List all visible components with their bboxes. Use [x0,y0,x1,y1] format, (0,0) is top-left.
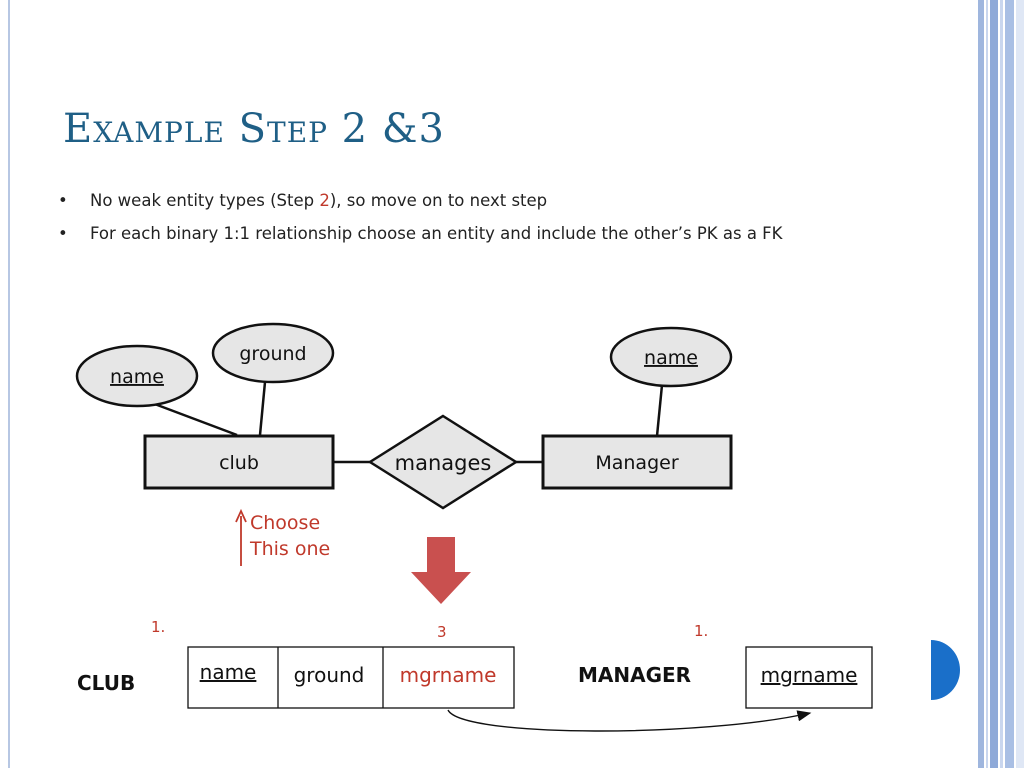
bullet-item: • For each binary 1:1 relationship choose… [58,221,783,254]
table-column: ground [294,663,365,687]
attribute-label: ground [239,343,306,365]
attribute-label: name [110,366,164,388]
attribute-connector [258,381,267,436]
entity-label: club [219,452,259,474]
bullet-text: No weak entity types (Step [90,191,320,210]
manager-table: mgrname [745,646,873,709]
annotation-line: This one [249,538,330,560]
annotation-line: Choose [250,512,320,534]
choose-annotation: Choose This one [235,508,330,566]
slide-title: Example Step 2 &3 [63,106,445,152]
table-name: CLUB [77,671,135,695]
attribute-club-ground: ground [211,322,335,384]
bullet-text: For each binary 1:1 relationship choose … [90,224,783,243]
table-column: name [200,660,257,684]
entity-club: club [143,434,335,490]
down-arrow-icon [411,537,471,604]
relationship-manages: manages [367,414,519,510]
step-marker: 3 [437,623,447,641]
step-marker: 1. [694,622,708,640]
bullet-dot-icon: • [58,224,68,243]
foreign-key-arrow [447,709,812,732]
step-marker: 1. [151,618,165,636]
table-name: MANAGER [578,663,691,687]
attribute-manager-name: name [609,326,733,388]
bullet-dot-icon: • [58,191,68,210]
bullet-item: • No weak entity types (Step 2), so move … [58,188,783,221]
slide-nav-marker-icon [931,640,960,700]
entity-manager: Manager [541,434,733,490]
bullet-text: ), so move on to next step [329,191,548,210]
attribute-connector [655,384,664,437]
bullet-highlight: 2 [319,191,330,210]
table-column: mgrname [761,663,858,687]
relationship-label: manages [395,451,492,475]
entity-label: Manager [595,452,678,474]
right-border-stripes [976,0,1024,768]
attribute-club-name: name [75,344,199,408]
bullet-list: • No weak entity types (Step 2), so move … [58,188,783,254]
left-border-rule [8,0,10,768]
attribute-connector [151,401,238,437]
table-column-foreign-key: mgrname [400,663,497,687]
club-table: name ground mgrname [187,646,515,709]
attribute-label: name [644,347,698,369]
